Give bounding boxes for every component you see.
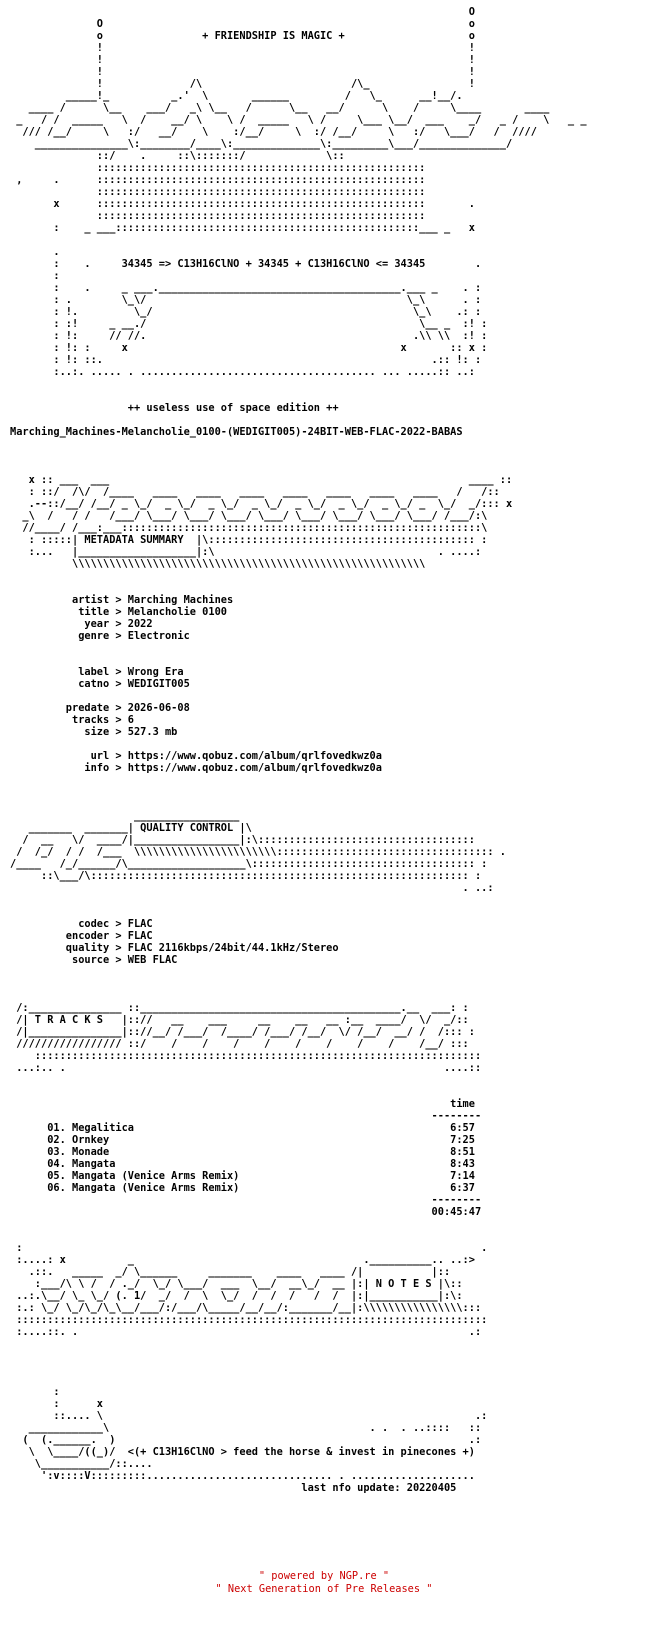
signature-block: : : x ::.... \ .: ____________\ . . . ..… xyxy=(22,1386,488,1494)
footer-powered-by: " powered by NGP.re " xyxy=(258,1570,390,1582)
quality-control-block: _________________ _______ _______| QUALI… xyxy=(10,810,506,966)
nfo-text: O O o o + FRIENDSHIP IS MAGIC + o ! xyxy=(10,6,587,1494)
ascii-header-art: O O o o + FRIENDSHIP IS MAGIC + o ! xyxy=(16,6,587,378)
edition-line: ++ useless use of space edition ++ xyxy=(127,402,339,414)
footer-tagline: " Next Generation of Pre Releases " xyxy=(215,1583,433,1595)
notes-block: : . :....: x _ .__________.. ..:> .::. _… xyxy=(16,1242,488,1338)
tracks-block: /:_______________ ::____________________… xyxy=(16,1002,482,1218)
metadata-summary-block: x :: ___ ___ ____ :: : ::/ /\/ /____ ___… xyxy=(22,474,513,774)
footer: " powered by NGP.re " " Next Generation … xyxy=(0,1570,648,1596)
release-name: Marching_Machines-Melancholie_0100-(WEDI… xyxy=(10,426,463,438)
